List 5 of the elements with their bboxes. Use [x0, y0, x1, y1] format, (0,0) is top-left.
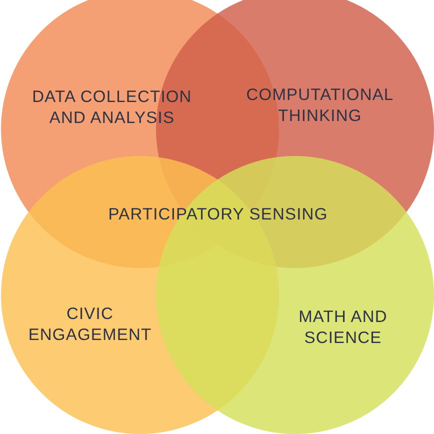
- circle-label: DATA COLLECTION AND ANALYSIS: [31, 87, 193, 129]
- center-label: PARTICIPATORY SENSING: [108, 206, 328, 224]
- circle-label: COMPUTATIONAL THINKING: [245, 85, 395, 127]
- circle-label: MATH AND SCIENCE: [298, 307, 388, 349]
- circle-label: CIVIC ENGAGEMENT: [27, 304, 153, 346]
